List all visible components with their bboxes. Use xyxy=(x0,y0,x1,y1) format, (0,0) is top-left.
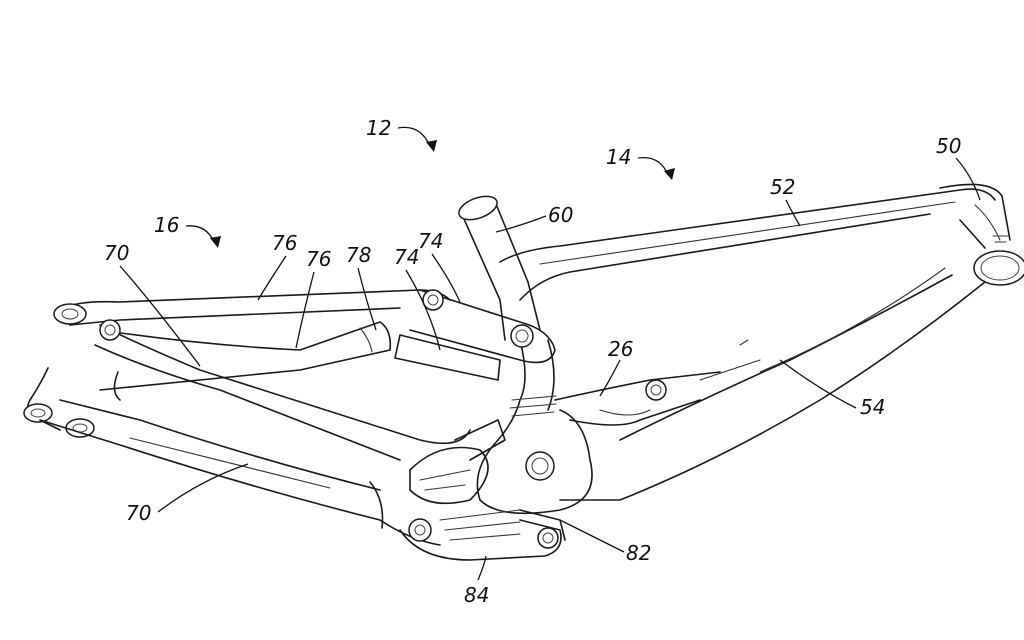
reference-labels: 12 14 16 50 52 54 60 26 70 70 76 xyxy=(104,116,981,607)
ref-label-14: 14 xyxy=(606,145,631,169)
ref-label-50: 50 xyxy=(936,134,961,158)
ref-label-76-left: 76 xyxy=(272,231,297,255)
ref-label-76-right: 76 xyxy=(306,247,331,271)
ref-label-16: 16 xyxy=(154,213,179,237)
front-triangle xyxy=(458,183,1024,515)
ref-label-60: 60 xyxy=(548,203,573,227)
ref-label-26: 26 xyxy=(608,337,633,361)
ref-label-12: 12 xyxy=(366,116,391,140)
ref-label-70-lower: 70 xyxy=(126,501,151,525)
ref-label-74-left: 74 xyxy=(394,245,419,269)
ref-label-52: 52 xyxy=(770,175,795,199)
ref-label-84: 84 xyxy=(464,583,489,607)
ref-label-74-right: 74 xyxy=(418,229,443,253)
ref-label-70-upper: 70 xyxy=(104,241,129,265)
ref-label-78: 78 xyxy=(346,243,371,267)
ref-label-54: 54 xyxy=(860,395,885,419)
rear-triangle xyxy=(23,289,566,561)
ref-label-82: 82 xyxy=(626,541,651,565)
